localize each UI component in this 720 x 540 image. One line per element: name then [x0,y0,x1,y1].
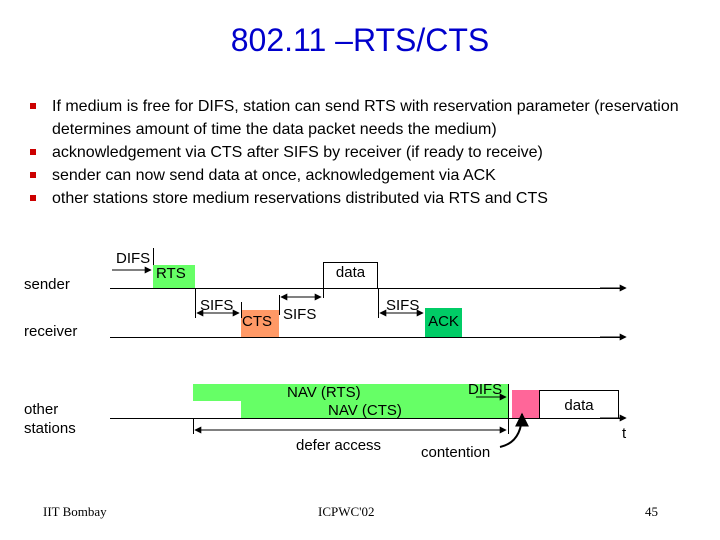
bullet-text: If medium is free for DIFS, station can … [52,98,679,138]
row-label-stations: stations [24,420,76,437]
data-frame: data [323,262,378,288]
data-frame-2: data [539,390,619,418]
bullet-text: acknowledgement via CTS after SIFS by re… [52,144,543,161]
nav-rts-label: NAV (RTS) [287,384,361,401]
rts-frame: RTS [153,265,195,288]
square-bullet-icon [30,103,36,109]
bullet-item: acknowledgement via CTS after SIFS by re… [30,141,700,164]
sifs-1-end [241,302,242,318]
bullet-text: sender can now send data at once, acknow… [52,167,496,184]
data-label-2: data [564,397,594,414]
difs-label-2: DIFS [468,381,503,398]
square-bullet-icon [30,172,36,178]
cts-frame: CTS [241,310,279,337]
page-number: 45 [645,504,658,519]
defer-end [508,384,509,434]
ack-label: ACK [428,313,459,330]
sifs-1-start [195,288,196,318]
sender-timeline [110,288,625,289]
sifs-3-start [378,288,379,318]
receiver-timeline [110,337,625,338]
rts-label: RTS [156,265,186,282]
slide-title: 802.11 –RTS/CTS [230,22,490,58]
difs-label-1: DIFS [116,250,151,267]
square-bullet-icon [30,149,36,155]
time-label: t [622,425,627,442]
ack-frame: ACK [425,308,462,337]
cts-label: CTS [242,313,272,330]
contention-curved-arrow [499,412,529,448]
sifs-2-start [279,295,280,315]
bullet-list: If medium is free for DIFS, station can … [30,95,700,210]
row-label-receiver: receiver [24,323,78,340]
defer-start [193,418,194,434]
row-label-sender: sender [24,276,70,293]
footer-conference: ICPWC'02 [318,504,375,519]
sifs-label-2: SIFS [283,306,317,323]
bullet-item: If medium is free for DIFS, station can … [30,95,700,141]
contention-label: contention [421,444,491,461]
square-bullet-icon [30,195,36,201]
data-label: data [335,264,366,281]
footer-institution: IIT Bombay [43,504,107,519]
bullet-item: other stations store medium reservations… [30,187,700,210]
nav-rts-bar [193,384,508,401]
defer-access-label: defer access [296,437,382,454]
nav-cts-bar [241,401,508,418]
nav-cts-label: NAV (CTS) [328,402,402,419]
other-timeline [110,418,625,419]
sifs-2-end [323,288,324,298]
row-label-other: other [24,401,59,418]
bullet-text: other stations store medium reservations… [52,190,548,207]
bullet-item: sender can now send data at once, acknow… [30,164,700,187]
